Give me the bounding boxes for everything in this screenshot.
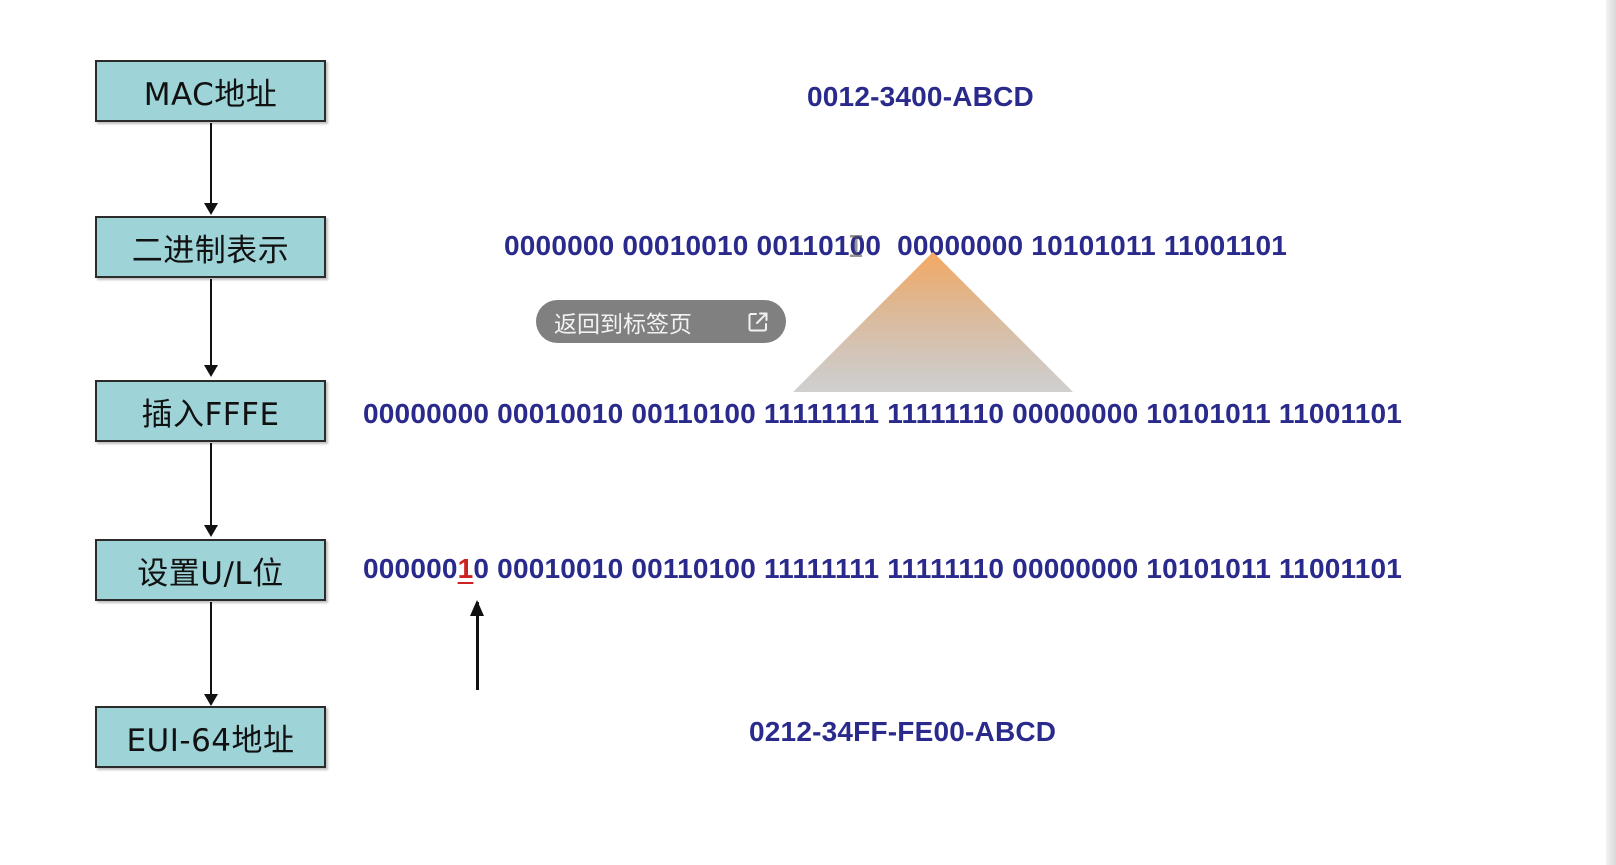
external-link-icon [748, 312, 768, 332]
ul-bit-suffix: 0 00010010 00110100 11111111 11111110 00… [473, 553, 1403, 584]
window-right-edge [1606, 0, 1616, 865]
flow-arrow-1 [204, 123, 218, 215]
flow-arrow-4 [204, 602, 218, 706]
step-eui64-address: EUI-64地址 [95, 706, 326, 768]
step-binary-representation: 二进制表示 [95, 216, 326, 278]
step-mac-address: MAC地址 [95, 60, 326, 122]
ul-bit-value: 00000010 00010010 00110100 11111111 1111… [363, 553, 1402, 585]
triangle-shape [793, 252, 1073, 392]
ul-flipped-bit: 1 [457, 553, 474, 584]
flow-arrow-2 [204, 279, 218, 377]
return-to-tab-button[interactable]: 返回到标签页 [536, 300, 786, 343]
flow-arrow-3 [204, 443, 218, 537]
eui64-value: 0212-34FF-FE00-ABCD [749, 716, 1057, 747]
ul-bit-pointer-arrow [470, 600, 484, 690]
return-to-tab-label: 返回到标签页 [554, 311, 692, 338]
step-set-ul-bit: 设置U/L位 [95, 539, 326, 601]
step-insert-fffe: 插入FFFE [95, 380, 326, 442]
inserted-fffe-value: 00000000 00010010 00110100 11111111 1111… [363, 398, 1403, 429]
ul-bit-prefix: 000000 [363, 553, 458, 584]
mac-address-value: 0012-3400-ABCD [807, 81, 1034, 112]
binary-value: 0000000 00010010 00110100 00000000 10101… [504, 230, 1287, 261]
text-cursor-icon: I [847, 230, 866, 265]
insertion-triangle [793, 252, 1073, 392]
